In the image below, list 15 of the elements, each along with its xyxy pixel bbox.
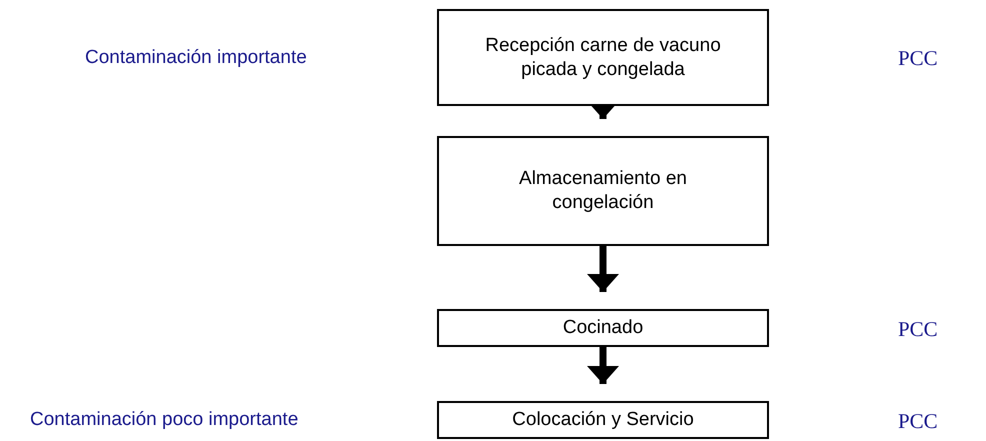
- hazard-label: Contaminación poco importante: [30, 409, 298, 431]
- process-box: [437, 401, 769, 439]
- process-box: [437, 309, 769, 347]
- process-box: [437, 136, 769, 246]
- step-label: Recepción carne de vacuno picada y congelada: [484, 34, 722, 82]
- control-point-label: PCC: [898, 409, 938, 434]
- step-label: Colocación y Servicio: [512, 408, 694, 432]
- arrow: [587, 347, 619, 384]
- step-label: Cocinado: [562, 316, 644, 340]
- process-box: [437, 9, 769, 106]
- control-point-label: PCC: [898, 46, 938, 71]
- step-label: Almacenamiento en congelación: [518, 167, 688, 215]
- control-point-label: PCC: [898, 317, 938, 342]
- hazard-label: Contaminación importante: [85, 47, 307, 69]
- arrow: [587, 246, 619, 292]
